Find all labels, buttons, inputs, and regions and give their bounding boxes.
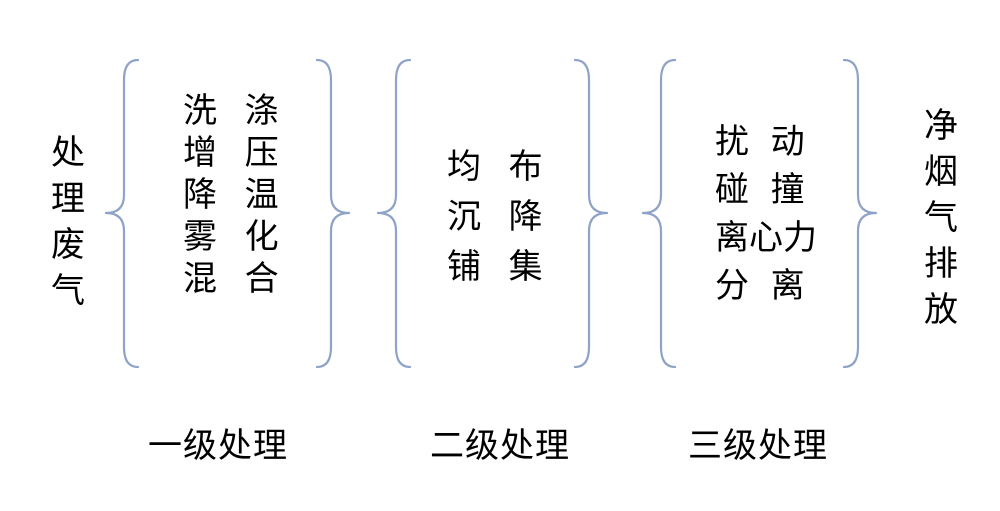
- stage3-op: 扰 动: [715, 122, 805, 162]
- output-label: 净 烟 气 排 放: [921, 103, 961, 333]
- output-char: 烟: [924, 152, 958, 192]
- output-char: 排: [924, 244, 958, 284]
- stage3-op: 碰 撞: [715, 170, 805, 210]
- stage1-right-brace: [315, 58, 351, 369]
- stage1-op: 混 合: [183, 259, 281, 299]
- stage1-left-brace: [104, 58, 140, 369]
- stage2-label: 二级处理: [430, 426, 570, 466]
- stage1-operations: 洗 涤 增 压 降 温 雾 化 混 合: [183, 90, 281, 300]
- stage2-left-brace: [376, 58, 412, 369]
- stage3-operations: 扰 动 碰 撞 离心力 分 离: [715, 118, 817, 310]
- stage2-op: 均 布: [447, 147, 545, 187]
- input-char: 理: [51, 179, 85, 219]
- input-char: 气: [51, 271, 85, 311]
- input-char: 处: [51, 133, 85, 173]
- stage3-left-brace: [641, 58, 677, 369]
- stage1-op: 增 压: [183, 133, 281, 173]
- stage2-operations: 均 布 沉 降 铺 集: [447, 142, 545, 292]
- stage1-label: 一级处理: [148, 426, 288, 466]
- stage3-op: 分 离: [715, 266, 805, 306]
- stage3-right-brace: [842, 58, 878, 369]
- input-label: 处 理 废 气: [48, 130, 88, 314]
- output-char: 放: [924, 290, 958, 330]
- output-char: 净: [924, 106, 958, 146]
- stage3-op: 离心力: [715, 218, 817, 258]
- stage2-right-brace: [573, 58, 609, 369]
- output-char: 气: [924, 198, 958, 238]
- stage2-op: 铺 集: [447, 247, 545, 287]
- input-char: 废: [51, 225, 85, 265]
- stage3-label: 三级处理: [688, 426, 828, 466]
- stage1-op: 降 温: [183, 175, 281, 215]
- stage1-op: 洗 涤: [183, 91, 281, 131]
- stage1-op: 雾 化: [183, 217, 281, 257]
- stage2-op: 沉 降: [447, 197, 545, 237]
